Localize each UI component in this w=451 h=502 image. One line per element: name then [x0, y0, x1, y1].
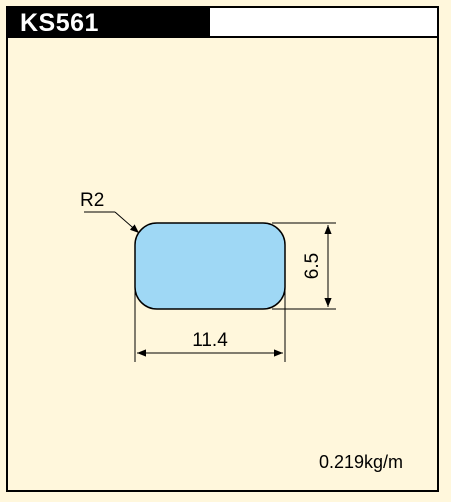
- weight-per-meter: 0.219kg/m: [318, 452, 403, 472]
- radius-label: R2: [80, 190, 104, 211]
- width-dimension-label: 11.4: [192, 330, 228, 351]
- drawing-frame: KS561: [6, 6, 439, 492]
- radius-leader-arrow: [114, 211, 140, 234]
- part-number-title: KS561: [8, 8, 210, 38]
- height-dimension-label: 6.5: [302, 253, 323, 279]
- profile-section: [134, 222, 286, 310]
- title-blank-field: [210, 8, 437, 38]
